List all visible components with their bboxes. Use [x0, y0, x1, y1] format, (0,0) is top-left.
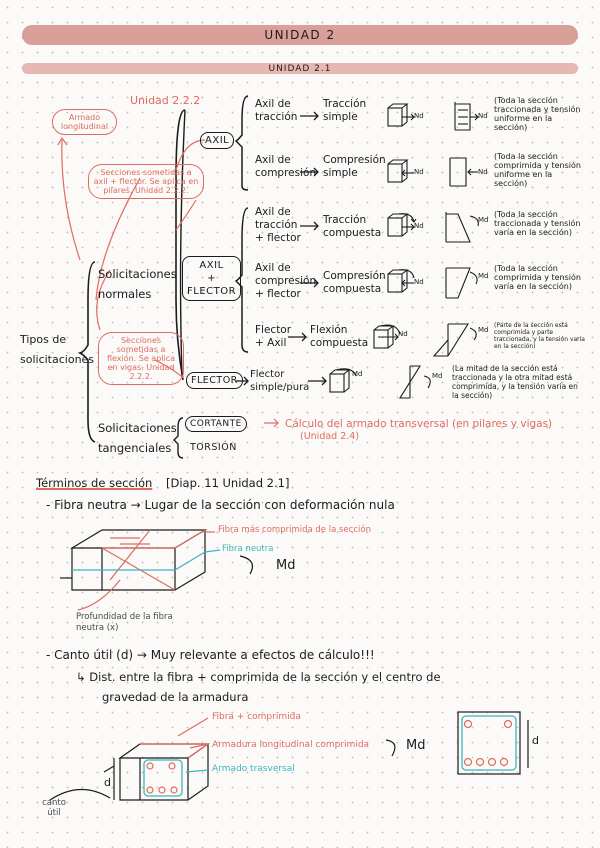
canto-util-def-line2: gravedad de la armadura — [102, 690, 248, 704]
fig2-label-armado: Armado trasversal — [212, 764, 295, 774]
row1-md1: Nd — [414, 112, 424, 120]
fig2-canto-util: canto útil — [36, 798, 72, 818]
note-axil-flector-text: Secciones sometidas a axil + flector. Se… — [94, 168, 199, 195]
box-flector: FLECTOR — [186, 372, 243, 389]
fig1-moment: Md — [276, 558, 295, 573]
row6-desc: (La mitad de la sección está traccionada… — [452, 364, 582, 400]
row1-md2: Nd — [478, 112, 488, 120]
row5-desc: (Parte de la sección está comprimida y p… — [494, 322, 590, 350]
row5-md1: Nd — [398, 330, 408, 338]
row5-left: Flector + Axil — [255, 324, 291, 350]
row4-left: Axil de compresión + flector — [255, 262, 305, 301]
row4-mid: Compresión compuesta — [323, 270, 385, 296]
row2-desc: (Toda la sección comprimida y tensión un… — [494, 152, 582, 188]
fig1-label-fibra-comprimida: Fibra más comprimida de la sección — [218, 525, 371, 535]
box-cortante: CORTANTE — [185, 416, 247, 432]
row2-md1: Nd — [414, 168, 424, 176]
row4-md1: Nd — [414, 278, 424, 286]
box-axil: AXIL — [200, 132, 234, 149]
canto-util-def: - Canto útil (d) → Muy relevante a efect… — [46, 648, 375, 662]
cortante-unit: (Unidad 2.4) — [300, 431, 359, 442]
row6-md1: Md — [352, 370, 362, 378]
row5-md2: Md — [478, 326, 488, 334]
fig2-d: d — [104, 776, 111, 789]
note-armado-text: Armado longitudinal — [61, 113, 108, 131]
fig2-label-armadura: Armadura longitudinal comprimida — [212, 740, 369, 750]
row3-md2: Md — [478, 216, 488, 224]
row2-mid: Compresión simple — [323, 154, 385, 180]
unit-ref: Unidad 2.2.2 — [130, 94, 200, 107]
box-axil-flector-line1: AXIL — [187, 259, 236, 272]
canto-util-def-line1: ↳ Dist. entre la fibra + comprimida de l… — [76, 670, 441, 684]
row1-left: Axil de tracción — [255, 98, 305, 124]
row5-mid: Flexión compuesta — [310, 324, 370, 350]
box-axil-flector-plus: + — [187, 272, 236, 285]
row2-md2: Nd — [478, 168, 488, 176]
fig2-moment: Md — [406, 738, 425, 753]
note-flexion-cloud: Secciones sometidas a flexión. Se aplica… — [98, 332, 184, 385]
row1-mid: Tracción simple — [323, 98, 383, 124]
box-axil-flector-line2: FLECTOR — [187, 285, 236, 298]
cortante-note: Cálculo del armado transversal (en pilar… — [285, 418, 552, 430]
fig2-label-fibra: Fibra + comprimida — [212, 712, 301, 722]
row6-md2: Md — [432, 372, 442, 380]
row3-md1: Nd — [414, 222, 424, 230]
group-normales: Solicitaciones normales — [98, 264, 188, 304]
root-label: Tipos de solicitaciones — [20, 330, 90, 370]
row4-desc: (Toda la sección comprimida y tensión va… — [494, 264, 582, 291]
note-axil-flector-cloud: Secciones sometidas a axil + flector. Se… — [88, 164, 204, 199]
row3-mid: Tracción compuesta — [323, 214, 385, 240]
fig1-label-fibra-neutra: Fibra neutra — [222, 544, 273, 554]
fig1-label-profundidad: Profundidad de la fibra neutra (x) — [76, 612, 176, 634]
row1-desc: (Toda la sección traccionada y tensión u… — [494, 96, 582, 132]
note-flexion-text: Secciones sometidas a flexión. Se aplica… — [107, 336, 175, 381]
fibra-neutra-def: - Fibra neutra → Lugar de la sección con… — [46, 498, 395, 512]
label-torsion: TORSIÓN — [190, 442, 237, 453]
row2-left: Axil de compresión — [255, 154, 305, 180]
group-tangenciales: Solicitaciones tangenciales — [98, 418, 188, 458]
row6-left: Flector simple/pura — [250, 368, 310, 394]
row3-desc: (Toda la sección traccionada y tensión v… — [494, 210, 582, 237]
fig2-d-section: d — [532, 734, 539, 747]
row3-left: Axil de tracción + flector — [255, 206, 305, 245]
note-armado-cloud: Armado longitudinal — [52, 109, 117, 135]
box-axil-flector: AXIL + FLECTOR — [182, 256, 241, 301]
row4-md2: Md — [478, 272, 488, 280]
terms-heading: Términos de sección — [36, 476, 152, 490]
terms-ref: [Diap. 11 Unidad 2.1] — [166, 476, 289, 490]
